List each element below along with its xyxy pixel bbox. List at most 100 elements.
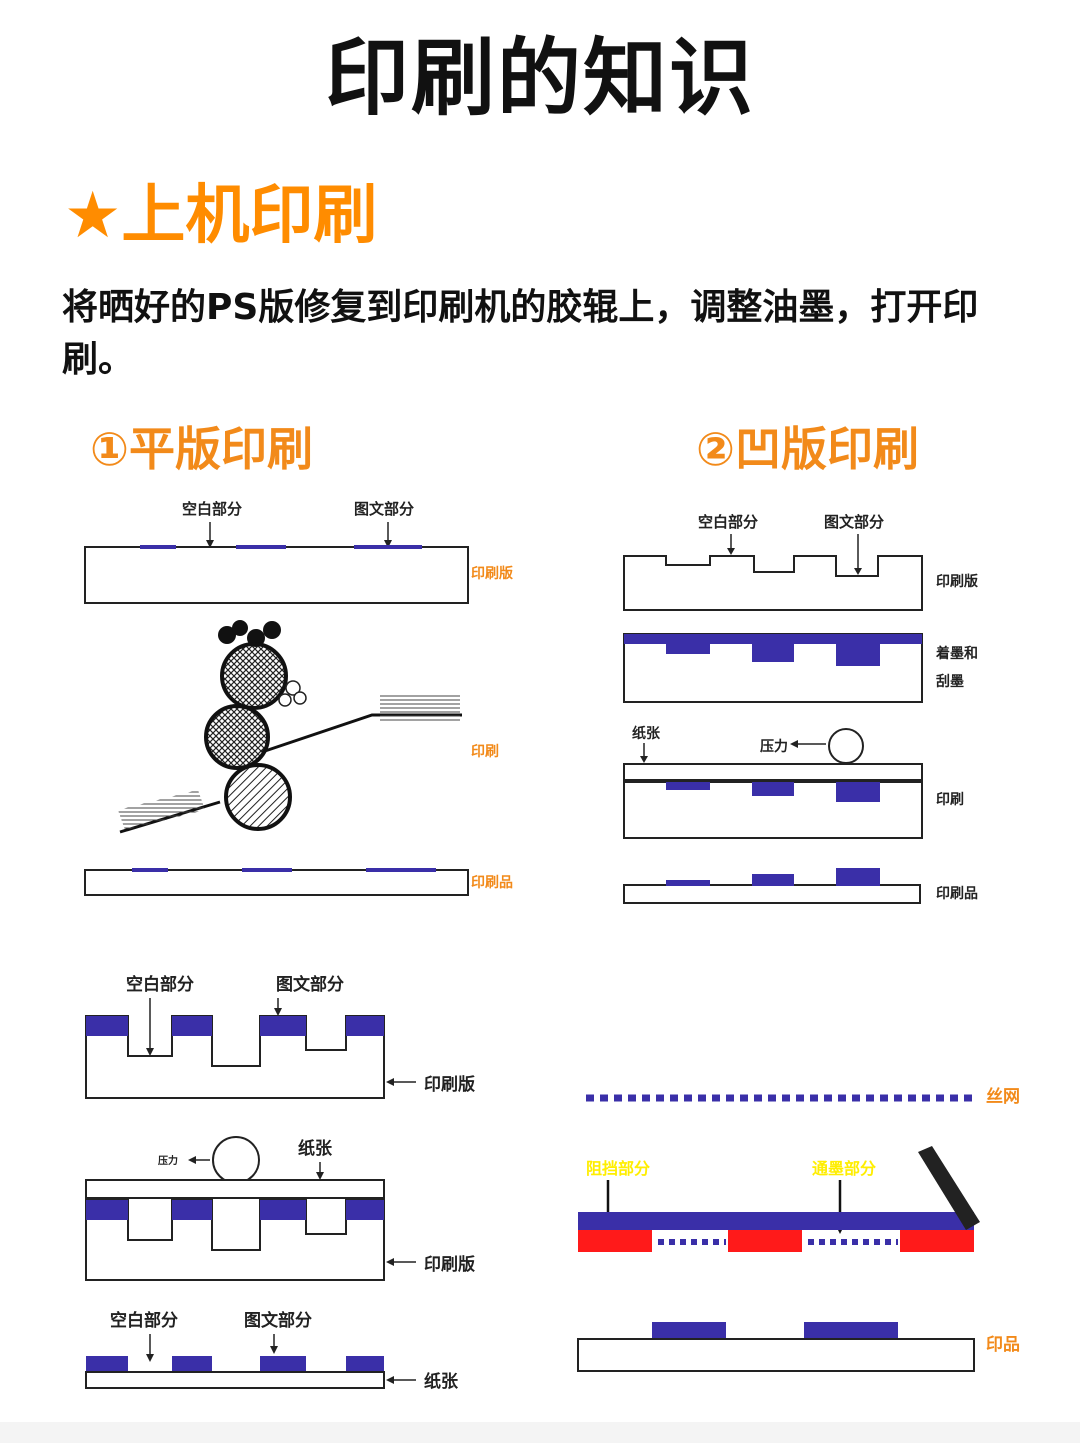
ink-area [86,1200,128,1220]
ink-area [260,1016,306,1036]
ink-area [172,1016,212,1036]
label-plate: 印刷版 [471,565,513,582]
paper-sheet [85,1179,385,1199]
label-mesh: 丝网 [986,1086,1020,1107]
printed-product [577,1338,975,1372]
ink-area [354,545,422,549]
planographic-title: ①平版印刷 [90,422,313,476]
paper-stack [118,790,205,830]
ink-area [140,545,176,549]
label-paper: 纸张 [632,725,661,742]
arrow-head [274,1008,282,1016]
plate [84,546,469,604]
ink-area [346,1016,384,1036]
label-ink-2: 刮墨 [936,673,964,690]
pressure-roller [828,728,864,764]
screen-diagram: 丝网 阻挡部分 通墨部分 印品 [577,1086,1020,1372]
label-paper-2: 纸张 [424,1371,459,1392]
label-plate-2: 印刷版 [424,1254,475,1275]
section-title: ★上机印刷 [64,178,377,255]
label-plate: 印刷版 [936,573,978,590]
water-roller [293,691,307,705]
label-image: 图文部分 [824,513,884,531]
label-blank: 空白部分 [126,974,194,995]
ink-layer [578,1212,974,1230]
ink-area [236,545,286,549]
arrow-head [790,740,798,748]
impression-cylinder [224,763,292,831]
relief-diagram: 空白部分 图文部分 印刷版 压力 纸张 印刷版 空白部分 图文部分 纸张 [85,974,475,1392]
arrow-head [386,1258,394,1266]
stencil-block [900,1230,974,1252]
label-image: 图文部分 [354,500,414,518]
label-plate: 印刷版 [424,1074,475,1095]
label-through: 通墨部分 [812,1159,876,1178]
intro-paragraph: 将晒好的PS版修复到印刷机的胶辊上，调整油墨，打开印刷。 [62,287,979,380]
section-title-text: 上机印刷 [121,179,378,253]
paper-stack [380,695,460,723]
arrow-head [316,1172,324,1180]
ink-area [172,1356,212,1372]
ink-area [86,1016,128,1036]
ink-area [242,868,292,872]
squeegee [918,1146,980,1230]
page-title: 印刷的知识 [324,29,755,127]
label-ink-1: 着墨和 [935,645,978,662]
ink-area [836,782,880,802]
arrow-head [854,568,862,575]
arrow-head [386,1376,394,1384]
gravure-title: ②凹版印刷 [696,422,919,476]
ink-area [346,1356,384,1372]
ink-area [172,1200,212,1220]
planographic-diagram: 空白部分 图文部分 印刷版 印刷 印刷品 [84,500,513,896]
ink-roller [218,626,236,644]
label-print: 印刷 [936,791,964,808]
star-icon: ★ [64,179,122,253]
label-product: 印刷品 [471,874,513,891]
arrow-head [146,1048,154,1056]
arrow-head [206,540,214,548]
label-product: 印品 [986,1335,1020,1355]
paper-sheet [623,763,923,781]
water-roller [278,693,292,707]
ink-area [666,782,710,790]
ink-layer [624,634,922,666]
gravure-diagram: 空白部分 图文部分 印刷版 着墨和 刮墨 纸张 压力 印刷 印刷品 [623,513,978,904]
plate-cylinder [220,642,288,710]
ink-area [86,1356,128,1372]
label-paper: 纸张 [298,1138,333,1159]
arrow-head [146,1354,154,1362]
stencil-block [578,1230,652,1252]
relief-plate [85,1015,385,1099]
ink-area [346,1200,384,1220]
stencil-block [728,1230,802,1252]
arrow-head [384,540,392,548]
ink-area [752,782,794,796]
label-image: 图文部分 [276,974,344,995]
printed-product [84,869,469,896]
printed-product [623,884,921,904]
water-roller [285,680,301,696]
pressure-roller [212,1136,260,1184]
bottom-strip [0,1422,1080,1443]
gravure-plate [623,555,923,611]
label-blank: 空白部分 [182,500,242,518]
ink-area [666,880,710,886]
label-blank-2: 空白部分 [110,1310,178,1331]
blanket-cylinder [204,704,270,770]
ink-area [260,1200,306,1220]
ink-area [132,868,168,872]
ink-roller [232,620,248,636]
label-blocked: 阻挡部分 [586,1159,650,1178]
ink-area [836,868,880,886]
ink-area [752,874,794,886]
relief-plate [85,1199,385,1281]
ink-area [652,1322,726,1339]
label-pressure: 压力 [760,738,788,755]
arrow-head [727,548,735,555]
ink-roller [263,621,281,639]
label-blank: 空白部分 [698,513,758,531]
arrow-head [188,1156,196,1164]
label-print: 印刷 [471,743,499,760]
ink-area [366,868,436,872]
